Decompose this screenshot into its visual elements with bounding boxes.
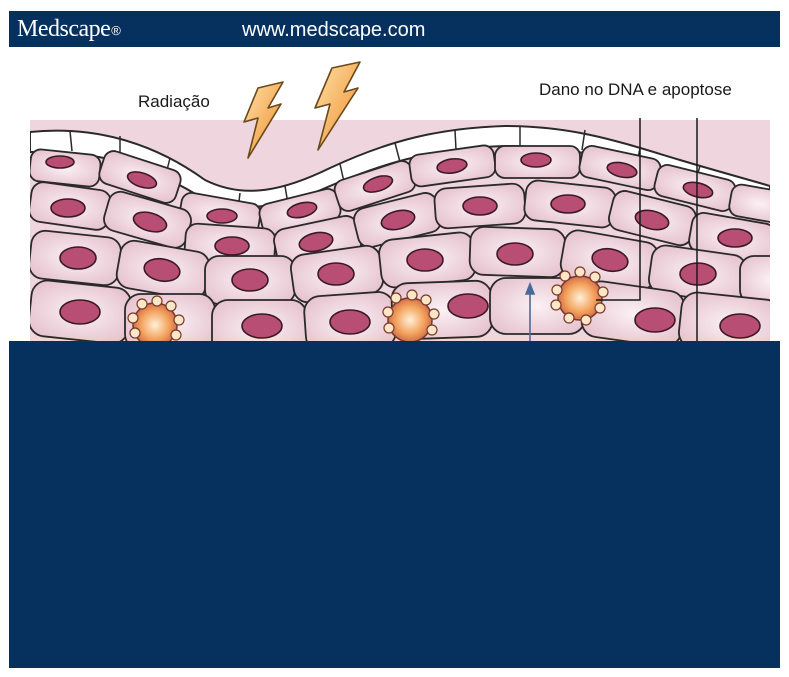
radiation-label: Radiação (138, 92, 210, 112)
dna-damage-apoptosis-label: Dano no DNA e apoptose (539, 80, 732, 100)
blank-bottom-panel (9, 341, 780, 668)
